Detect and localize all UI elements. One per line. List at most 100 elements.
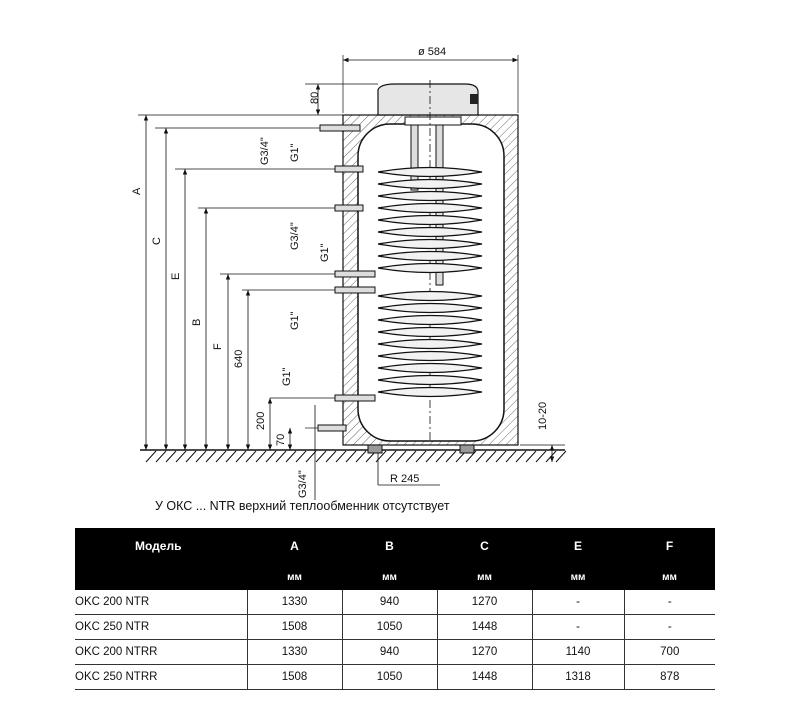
header-f: F — [624, 528, 715, 564]
cell-e: - — [531, 590, 624, 615]
floor-hatch-line — [445, 450, 457, 463]
floor-hatch-line — [205, 450, 217, 463]
technical-drawing: ø 584 80 A C E B F 640 200 70 10-20 R 24… — [131, 46, 567, 500]
floor-hatch-line — [225, 450, 237, 463]
table-units-row: мм мм мм мм мм — [75, 564, 715, 590]
cell-model: OKC 200 NTRR — [75, 639, 247, 665]
thread-label-6: G1" — [281, 367, 293, 386]
coil-turn — [377, 362, 483, 374]
floor — [140, 449, 567, 463]
table-row: OKC 200 NTR 1330 940 1270 - - — [75, 590, 715, 615]
cell-a: 1330 — [246, 590, 342, 615]
floor-hatch-line — [235, 450, 247, 463]
table-row: OKC 250 NTR 1508 1050 1448 - - — [75, 614, 715, 640]
cell-c: 1448 — [436, 664, 532, 690]
thread-label-1: G3/4" — [259, 137, 271, 165]
floor-hatch-line — [275, 450, 287, 463]
coil-turn — [377, 326, 483, 338]
cell-model: OKC 200 NTR — [75, 590, 247, 615]
unit-c: мм — [437, 564, 532, 590]
coil-turn — [377, 290, 483, 302]
connection-pipes — [317, 124, 376, 432]
dim-a-label: A — [131, 187, 143, 195]
floor-hatch-line — [315, 450, 327, 463]
cell-e: 1318 — [531, 664, 624, 690]
cell-f: 700 — [623, 639, 715, 665]
cell-f: - — [623, 614, 715, 640]
header-model: Модель — [75, 528, 247, 564]
floor-hatch-line — [495, 450, 507, 463]
coil-turn — [377, 302, 483, 314]
coil-turn — [377, 374, 483, 386]
header-c: C — [437, 528, 532, 564]
unit-e: мм — [532, 564, 624, 590]
header-a: A — [247, 528, 342, 564]
dim-c-label: C — [151, 237, 163, 245]
coil-turn — [377, 314, 483, 326]
cell-a: 1508 — [246, 614, 342, 640]
thread-label-5: G1" — [289, 311, 301, 330]
cell-b: 940 — [341, 590, 437, 615]
coil-turn — [377, 338, 483, 350]
floor-hatch-line — [325, 450, 337, 463]
floor-hatch-line — [335, 450, 347, 463]
cell-model: OKC 250 NTRR — [75, 664, 247, 690]
cell-a: 1330 — [246, 639, 342, 665]
cell-c: 1448 — [436, 614, 532, 640]
floor-hatch-line — [525, 450, 537, 463]
note-text: У ОКС ... NTR верхний теплообменник отсу… — [155, 499, 450, 513]
dim-f-label: F — [212, 343, 224, 350]
floor-hatch-line — [395, 450, 407, 463]
spec-table: Модель A B C E F мм мм мм мм мм OKC 200 … — [75, 528, 715, 690]
cell-b: 940 — [341, 639, 437, 665]
coil-turn — [377, 214, 483, 226]
cell-b: 1050 — [341, 664, 437, 690]
floor-hatch-line — [345, 450, 357, 463]
coil-turn — [377, 250, 483, 262]
floor-hatch-line — [145, 450, 157, 463]
floor-hatch-line — [405, 450, 417, 463]
cell-f: - — [623, 590, 715, 615]
coil-turn — [377, 202, 483, 214]
coil-turn — [377, 178, 483, 190]
cell-b: 1050 — [341, 614, 437, 640]
floor-hatch-line — [385, 450, 397, 463]
unit-a: мм — [247, 564, 342, 590]
floor-hatch-line — [165, 450, 177, 463]
unit-f: мм — [624, 564, 715, 590]
thread-label-7: G3/4" — [297, 470, 309, 498]
floor-hatch-line — [255, 450, 267, 463]
table-header-row: Модель A B C E F — [75, 528, 715, 564]
coil-turn — [377, 350, 483, 362]
floor-hatch-line — [415, 450, 427, 463]
coil-turn — [377, 262, 483, 274]
coil-turn — [377, 166, 483, 178]
cell-a: 1508 — [246, 664, 342, 690]
floor-hatch-line — [305, 450, 317, 463]
dim-top-cover: 80 — [309, 92, 321, 104]
upper-heat-exchanger-coil — [377, 166, 483, 274]
lower-heat-exchanger-coil — [377, 290, 483, 398]
coil-turn — [377, 226, 483, 238]
coil-turn — [377, 386, 483, 398]
dim-640-label: 640 — [233, 350, 245, 368]
cell-e: 1140 — [531, 639, 624, 665]
floor-hatch-line — [545, 450, 557, 463]
cell-model: OKC 250 NTR — [75, 614, 247, 640]
floor-hatch-line — [475, 450, 487, 463]
table-row: OKC 250 NTRR 1508 1050 1448 1318 878 — [75, 664, 715, 690]
floor-hatch-line — [185, 450, 197, 463]
floor-hatch-line — [505, 450, 517, 463]
coil-turn — [377, 190, 483, 202]
dim-radius-label: R 245 — [390, 473, 419, 485]
unit-model — [75, 564, 247, 590]
floor-hatch-line — [485, 450, 497, 463]
floor-hatch-line — [285, 450, 297, 463]
thread-label-4: G1" — [319, 243, 331, 262]
floor-hatch-line — [435, 450, 447, 463]
floor-hatch-line — [515, 450, 527, 463]
thread-label-2: G1" — [289, 143, 301, 162]
coil-turn — [377, 238, 483, 250]
unit-b: мм — [342, 564, 437, 590]
floor-hatch-line — [245, 450, 257, 463]
